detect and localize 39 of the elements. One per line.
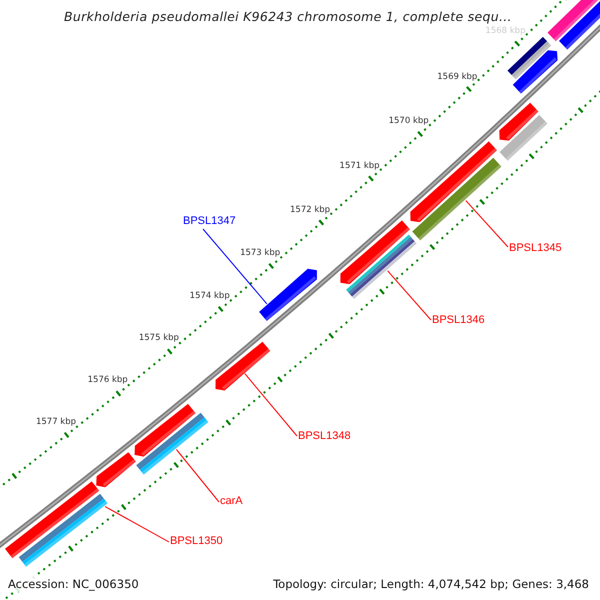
gene-feature xyxy=(500,114,548,161)
gene-feature xyxy=(548,0,600,42)
title: Burkholderia pseudomallei K96243 chromosome 1, complete sequ... xyxy=(64,9,512,24)
gene-feature xyxy=(512,50,558,94)
gene-feature xyxy=(340,220,410,284)
gene-feature xyxy=(559,0,600,50)
tick-label: 1574 kbp xyxy=(190,291,230,302)
gene-feature xyxy=(508,36,552,80)
gene-label: carA xyxy=(220,495,243,508)
leader-line xyxy=(104,506,170,542)
gene-feature xyxy=(134,404,196,457)
gene-feature xyxy=(216,342,270,390)
gene-feature xyxy=(259,268,317,321)
gene-label: BPSL1346 xyxy=(432,314,485,327)
genome-stats-text: Topology: circular; Length: 4,074,542 bp; Genes: 3,468 xyxy=(272,576,590,592)
tick-label: 1573 kbp xyxy=(240,248,280,258)
gene-label: BPSL1345 xyxy=(509,242,562,255)
gene-label: BPSL1348 xyxy=(298,430,351,443)
gene-feature xyxy=(5,481,100,558)
leader-line xyxy=(202,228,268,304)
gene-feature xyxy=(499,102,538,141)
tick-label: 1570 kbp xyxy=(388,116,429,126)
gene-feature xyxy=(410,141,497,222)
tick-label: 1576 kbp xyxy=(88,375,128,386)
tick-label: 1572 kbp xyxy=(290,204,330,215)
gene-label: BPSL1347 xyxy=(183,215,236,228)
leader-line xyxy=(465,200,508,248)
tick-label: 1569 kbp xyxy=(437,72,478,82)
gene-label: BPSL1350 xyxy=(170,535,223,548)
gene-feature xyxy=(96,452,136,488)
gene-feature xyxy=(136,412,208,475)
gene-feature xyxy=(18,494,108,567)
tick-label: 1575 kbp xyxy=(138,333,179,344)
tick-label: 1571 kbp xyxy=(340,160,380,171)
leader-line xyxy=(244,373,298,436)
gene-feature xyxy=(346,234,417,299)
leader-line xyxy=(176,449,220,502)
gene-feature xyxy=(412,158,502,240)
tick-label: 1577 kbp xyxy=(36,416,76,427)
